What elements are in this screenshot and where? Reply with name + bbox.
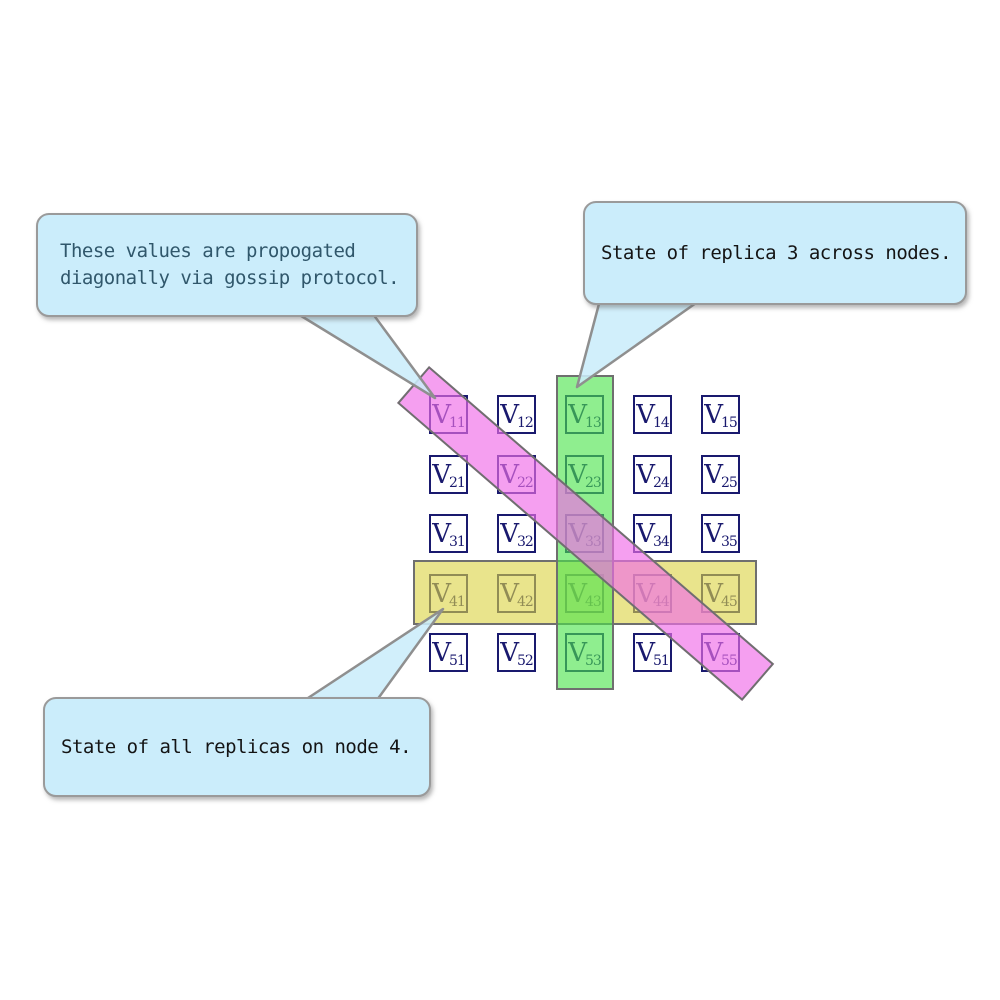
callout-replica-line-1: State of replica 3 across nodes. bbox=[601, 241, 952, 264]
replica-callout-tail bbox=[575, 298, 698, 389]
callout-gossip-line-2: diagonally via gossip protocol. bbox=[60, 267, 400, 289]
callout-gossip: These values are propogated diagonally v… bbox=[36, 213, 418, 317]
callout-node-4: State of all replicas on node 4. bbox=[43, 697, 431, 797]
callout-replica-3: State of replica 3 across nodes. bbox=[583, 201, 967, 305]
callout-node-line-1: State of all replicas on node 4. bbox=[61, 735, 412, 758]
callout-gossip-line-1: These values are propogated bbox=[60, 240, 356, 262]
